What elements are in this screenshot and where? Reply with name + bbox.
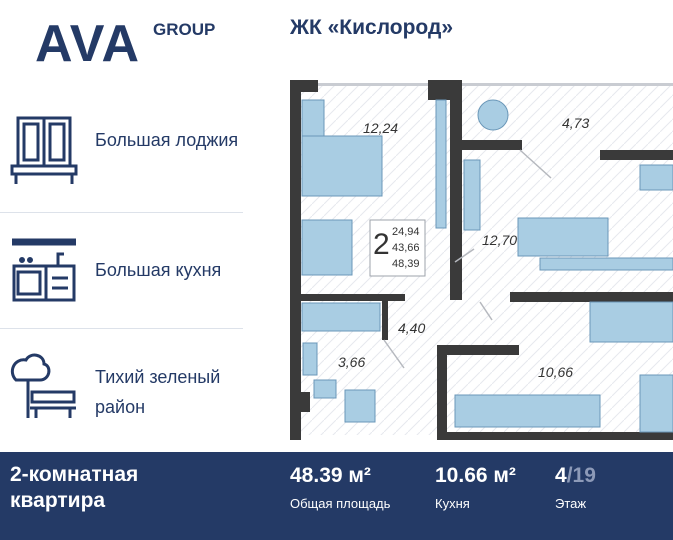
kitchen-area: 10.66 м² <box>435 464 516 487</box>
total-area: 48.39 м² <box>290 464 371 487</box>
divider <box>0 328 243 329</box>
legend-living-area: 24,94 <box>392 226 420 238</box>
room-bathroom-area: 3,66 <box>338 354 366 370</box>
sink <box>302 342 318 376</box>
legend-values: 24,94 43,66 48,39 <box>392 224 420 272</box>
apartment-type-line1: 2-комнатная <box>10 463 139 486</box>
floor-total: /19 <box>566 464 596 487</box>
kitchen-icon <box>12 238 76 302</box>
total-area-label: Общая площадь <box>290 496 391 511</box>
legend-rooms: 2 <box>373 228 390 261</box>
loggia-icon <box>10 116 78 184</box>
divider <box>0 212 243 213</box>
info-band: 2-комнатная квартира 48.39 м² Общая площ… <box>0 452 673 540</box>
logo: AVA <box>35 15 141 73</box>
toilet <box>313 379 337 399</box>
feature-loggia: Большая лоджия <box>95 130 239 150</box>
floor-value: 4/19 <box>555 464 596 488</box>
bed <box>301 135 383 197</box>
window <box>462 83 673 86</box>
rug <box>477 99 509 131</box>
bathtub <box>301 302 381 332</box>
apartment-type-line2: квартира <box>10 489 106 512</box>
floor-plan <box>290 80 673 440</box>
room-balcony-area: 4,73 <box>562 115 590 131</box>
sofa-2 <box>589 301 673 343</box>
wardrobe <box>301 99 325 141</box>
legend-total: 48,39 <box>392 258 420 270</box>
room-kitchen-area: 10,66 <box>538 364 574 380</box>
apartment-type: 2-комнатная квартира <box>10 462 138 514</box>
window <box>318 83 428 86</box>
tv-console <box>539 257 673 271</box>
room-hall-area: 4,40 <box>398 320 426 336</box>
feature-kitchen: Большая кухня <box>95 260 222 280</box>
kitchen-counter <box>454 394 601 428</box>
desk <box>301 219 353 276</box>
floor-current: 4 <box>555 464 567 487</box>
kitchen-label: Кухня <box>435 496 470 511</box>
logo-sub: GROUP <box>153 20 216 39</box>
piano <box>639 164 673 191</box>
floor-label: Этаж <box>555 496 587 511</box>
tree-bench-icon <box>10 353 76 418</box>
washer <box>344 389 376 423</box>
legend-area: 43,66 <box>392 242 420 254</box>
feature-district: Тихий зеленый район <box>95 367 221 417</box>
room-living-area: 12,70 <box>482 232 518 248</box>
tv-stand <box>435 99 447 229</box>
walls <box>290 80 673 440</box>
page-title: ЖК «Кислород» <box>290 16 453 39</box>
legend-box <box>369 219 426 277</box>
room-bedroom-area: 12,24 <box>363 120 399 136</box>
furniture <box>301 99 673 433</box>
dining-table <box>639 374 673 433</box>
sofa <box>517 217 609 257</box>
work-desk <box>463 159 481 231</box>
